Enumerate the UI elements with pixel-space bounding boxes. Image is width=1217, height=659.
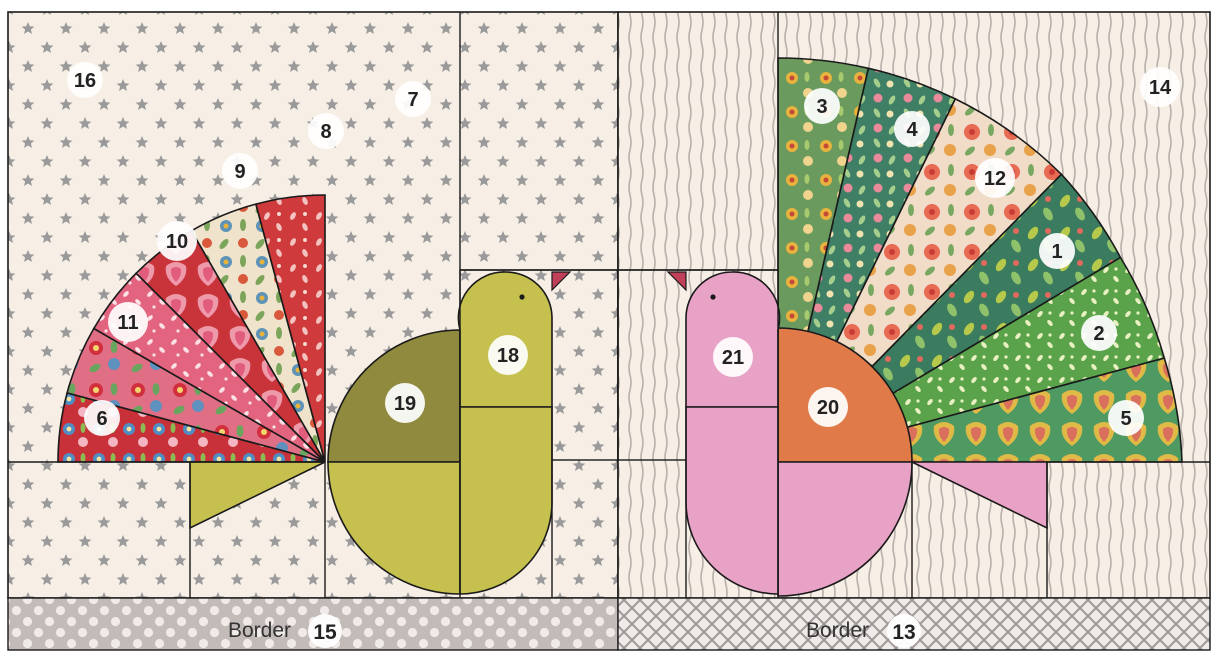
right-panel	[618, 12, 1210, 650]
piece-label-21: 21	[722, 347, 744, 369]
badge-18: 18	[488, 335, 528, 375]
badge-10: 10	[157, 221, 197, 261]
badge-8: 8	[308, 113, 344, 149]
badge-3: 3	[804, 88, 840, 124]
badge-11: 11	[108, 302, 148, 342]
piece-label-13: 13	[892, 621, 915, 644]
piece-label-12: 12	[984, 168, 1006, 190]
badge-14: 14	[1140, 67, 1180, 107]
badge-2: 2	[1081, 315, 1117, 351]
badge-5: 5	[1108, 400, 1144, 436]
piece-label-20: 20	[817, 397, 839, 419]
badge-9: 9	[222, 153, 258, 189]
badge-20: 20	[808, 387, 848, 427]
piece-label-3: 3	[816, 96, 827, 118]
badge-19: 19	[385, 383, 425, 423]
badge-12: 12	[975, 158, 1015, 198]
badge-6: 6	[84, 400, 120, 436]
badge-4: 4	[894, 111, 930, 147]
piece-label-19: 19	[394, 393, 416, 415]
piece-label-4: 4	[906, 119, 918, 141]
left-panel	[8, 12, 618, 650]
piece-label-7: 7	[407, 89, 418, 111]
piece-label-15: 15	[313, 621, 337, 644]
badge-16: 16	[67, 62, 103, 98]
border-label-left: Border	[228, 619, 291, 642]
piece-label-6: 6	[96, 408, 107, 430]
badge-21: 21	[713, 337, 753, 377]
badge-1: 1	[1039, 233, 1075, 269]
border-label-right: Border	[806, 619, 869, 642]
piece-label-2: 2	[1093, 323, 1104, 345]
eye-left	[519, 294, 524, 299]
piece-label-11: 11	[117, 312, 138, 334]
piece-label-5: 5	[1120, 408, 1131, 430]
piece-label-1: 1	[1051, 241, 1062, 263]
piece-label-10: 10	[166, 231, 188, 253]
badge-7: 7	[395, 81, 431, 117]
piece-label-8: 8	[320, 121, 331, 143]
eye-right	[710, 294, 715, 299]
piece-label-16: 16	[74, 70, 96, 92]
piece-label-9: 9	[234, 161, 245, 183]
piece-label-18: 18	[497, 345, 519, 367]
piece-label-14: 14	[1149, 77, 1172, 99]
